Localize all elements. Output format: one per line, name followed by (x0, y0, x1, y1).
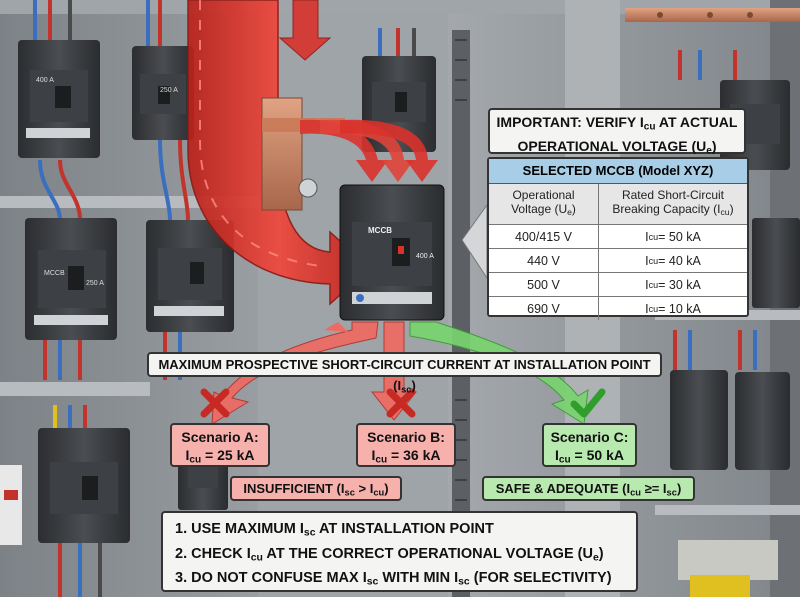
top-left-breaker-rating: 400 A (36, 77, 54, 84)
top-mid-breaker-rating: 250 A (160, 87, 178, 94)
scenario-c-value: Icu = 50 kA (555, 447, 624, 466)
scenario-c-label: Scenario C: (550, 429, 629, 445)
guidance-checklist: 1. USE MAXIMUM Isc AT INSTALLATION POINT… (161, 511, 638, 592)
terminal-blocks-right (678, 540, 778, 597)
verify-note-line2: OPERATIONAL VOLTAGE (Ue) (517, 137, 717, 157)
fail-mark-scenario-a (200, 388, 230, 418)
left-mccb-brand: MCCB (44, 270, 65, 277)
scenario-a-value: Icu = 25 kA (185, 447, 255, 466)
voltage-cell: 400/415 V (489, 225, 599, 248)
modular-devices-left (0, 465, 22, 545)
breaker-mid-left (25, 218, 117, 340)
busbar-red-flow (300, 119, 388, 182)
breaker-mid-second (146, 220, 234, 332)
table-title: SELECTED MCCB (Model XYZ) (489, 159, 747, 184)
checklist-item-1: 1. USE MAXIMUM Isc AT INSTALLATION POINT (175, 521, 494, 539)
breaker-right-mid (752, 218, 800, 308)
breaker-top-left (18, 40, 100, 158)
max-isc-banner: MAXIMUM PROSPECTIVE SHORT-CIRCUIT CURREN… (147, 352, 662, 394)
scenario-a-label: Scenario A: (181, 429, 259, 445)
breaker-top-mid (132, 46, 194, 140)
mccb-rating-label: 400 A (416, 253, 434, 260)
breaker-right-lower (670, 370, 790, 470)
voltage-cell: 690 V (489, 297, 599, 320)
scenario-b-value: Icu = 36 kA (371, 447, 441, 466)
fault-current-arrow-top (278, 0, 332, 61)
scenario-b-box: Scenario B: Icu = 36 kA (356, 423, 456, 467)
safe-verdict: SAFE & ADEQUATE (Icu ≥= Isc) (482, 476, 695, 501)
checklist-item-2: 2. CHECK Icu AT THE CORRECT OPERATIONAL … (175, 545, 604, 564)
scenario-c-box: Scenario C: Icu = 50 kA (542, 423, 637, 467)
left-mccb-rating: 250 A (86, 280, 104, 287)
mccb-brand-label: MCCB (368, 226, 392, 235)
voltage-cell: 500 V (489, 273, 599, 296)
checklist-item-3: 3. DO NOT CONFUSE MAX Isc WITH MIN Isc (… (175, 570, 612, 588)
fail-mark-scenario-b (386, 388, 416, 418)
scenario-b-label: Scenario B: (367, 429, 445, 445)
verify-note-line1: IMPORTANT: VERIFY Icu AT ACTUAL (496, 114, 738, 133)
voltage-cell: 440 V (489, 249, 599, 272)
pass-check-scenario-c (570, 388, 606, 418)
insufficient-verdict: INSUFFICIENT (Isc > Icu) (230, 476, 402, 501)
selected-mccb-device: MCCB 400 A (339, 184, 445, 321)
breaker-bottom-left (38, 428, 130, 543)
scenario-a-box: Scenario A: Icu = 25 kA (170, 423, 270, 467)
verify-voltage-note: IMPORTANT: VERIFY Icu AT ACTUAL OPERATIO… (488, 108, 746, 156)
